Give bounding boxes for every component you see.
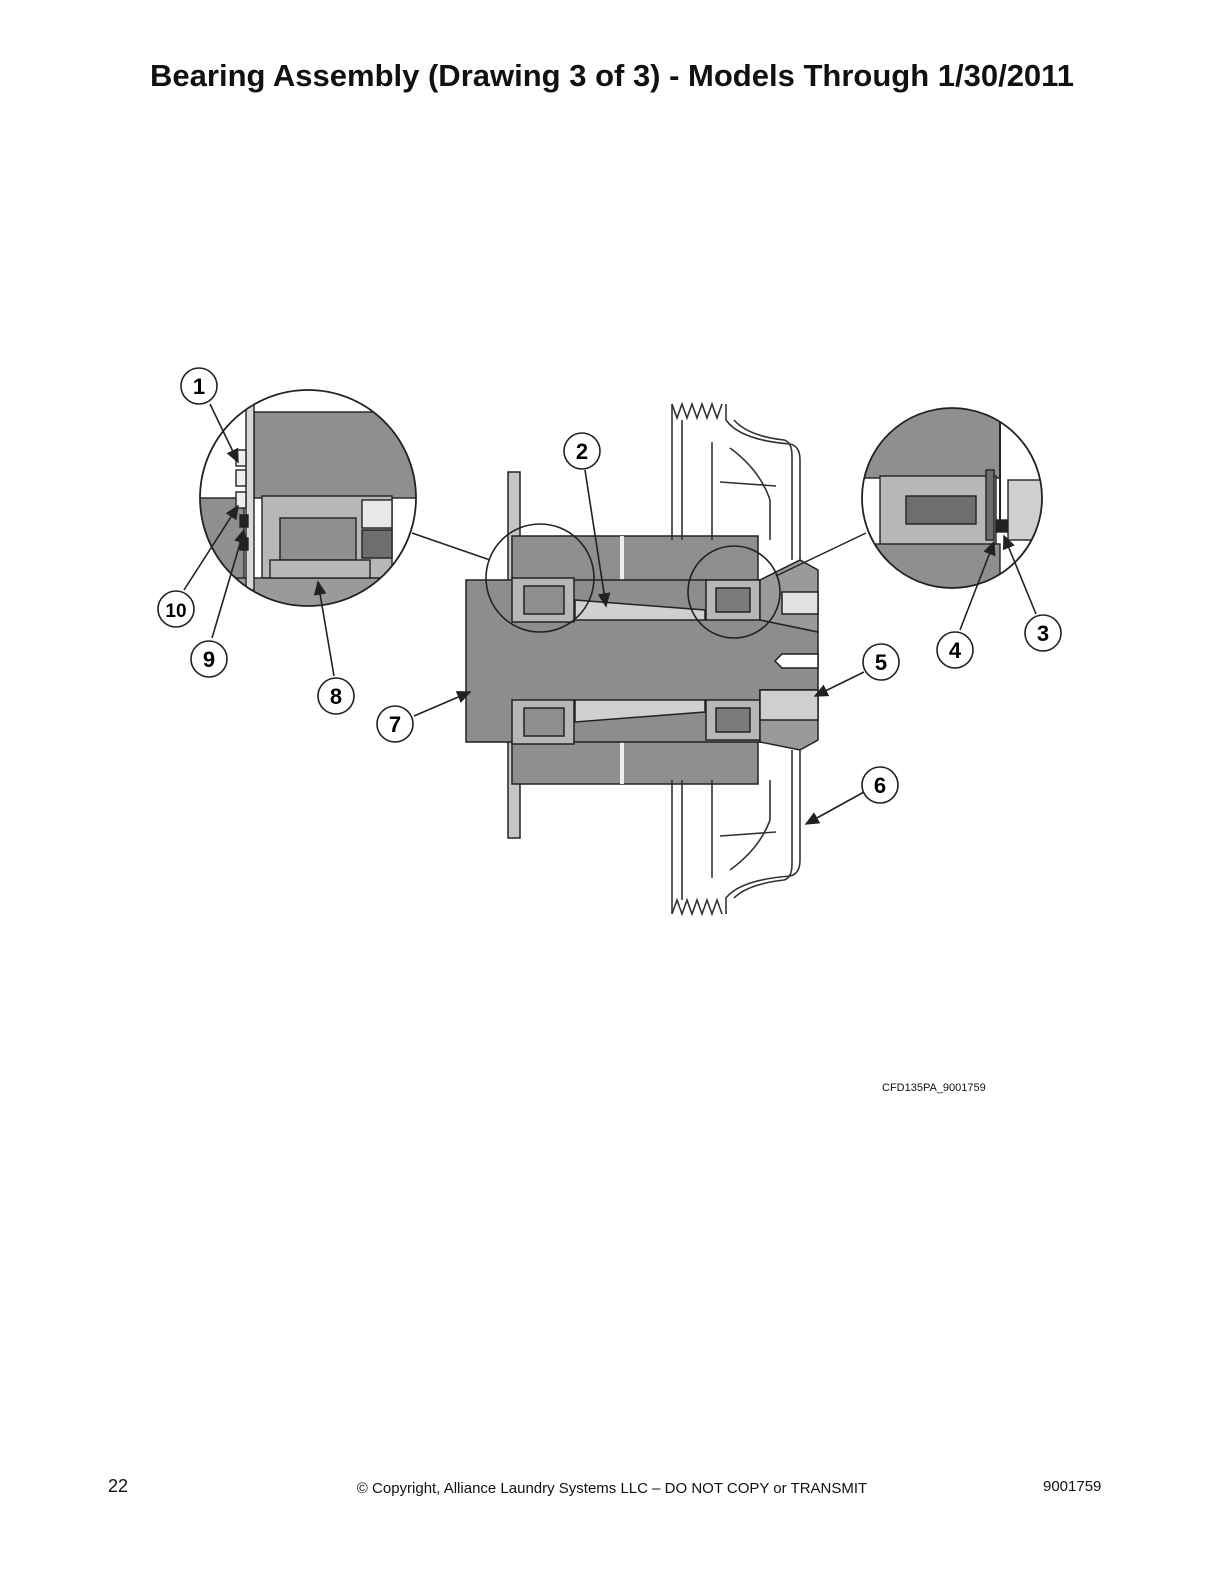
callout-2: 2 [563, 432, 601, 470]
document-number: 9001759 [1043, 1478, 1102, 1495]
svg-text:2: 2 [576, 439, 588, 464]
svg-text:4: 4 [949, 638, 962, 663]
svg-text:8: 8 [330, 684, 342, 709]
detail-left [199, 389, 417, 607]
bearing-right-lower [705, 699, 761, 741]
svg-text:1: 1 [193, 374, 205, 399]
svg-text:10: 10 [165, 601, 186, 622]
svg-text:3: 3 [1037, 621, 1049, 646]
callout-8: 8 [317, 677, 355, 715]
detail-marker-left [485, 523, 595, 633]
callout-5: 5 [862, 643, 900, 681]
callout-1: 1 [180, 367, 218, 405]
svg-text:7: 7 [389, 712, 401, 737]
page-title: Bearing Assembly (Drawing 3 of 3) - Mode… [150, 58, 1074, 93]
pulley [671, 401, 801, 917]
callout-6: 6 [861, 766, 899, 804]
page-number: 22 [108, 1476, 129, 1496]
callout-10: 10 [157, 590, 195, 628]
bearing-right-upper [705, 579, 761, 621]
leader-lines [183, 403, 1037, 825]
svg-text:5: 5 [875, 650, 887, 675]
svg-text:9: 9 [203, 647, 215, 672]
callout-7: 7 [376, 705, 414, 743]
copyright-notice: © Copyright, Alliance Laundry Systems LL… [356, 1480, 868, 1497]
callout-3: 3 [1024, 614, 1062, 652]
callout-9: 9 [190, 640, 228, 678]
detail-marker-right [687, 545, 781, 639]
svg-text:6: 6 [874, 773, 886, 798]
detail-right [861, 407, 1043, 589]
main-section-view [465, 471, 819, 839]
figure-id: CFD135PA_9001759 [882, 1082, 986, 1094]
callout-4: 4 [936, 631, 974, 669]
